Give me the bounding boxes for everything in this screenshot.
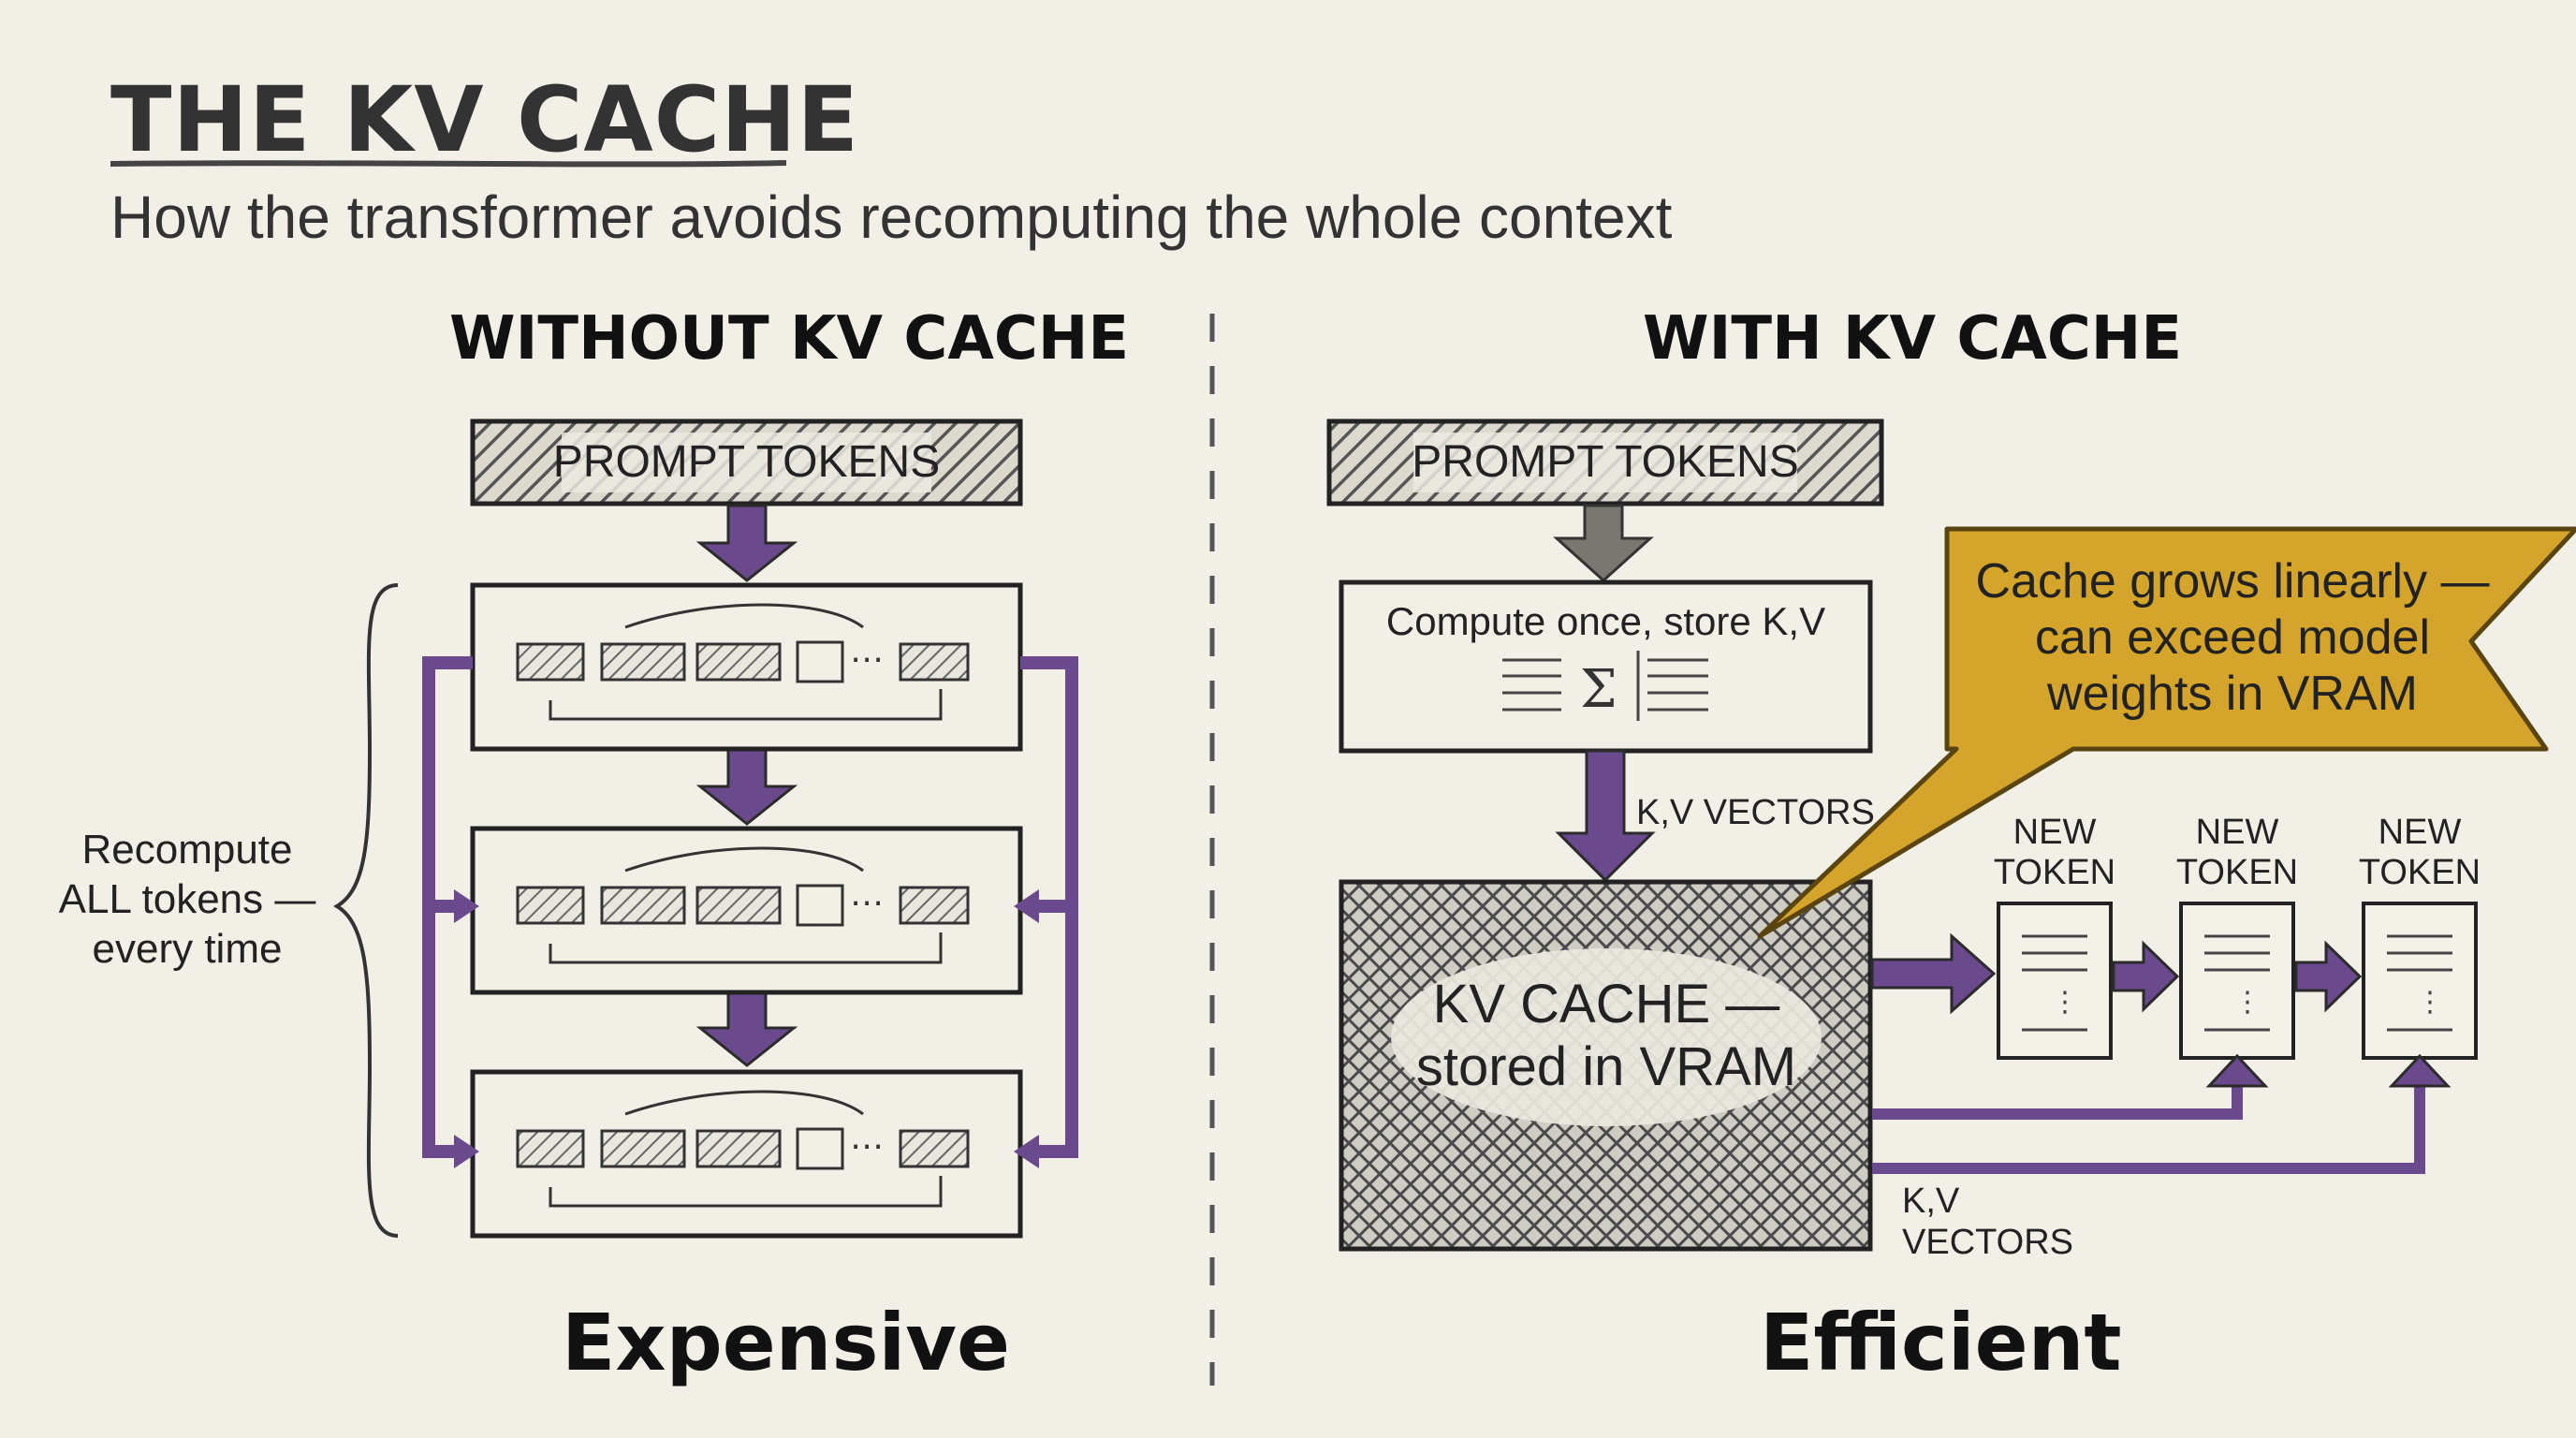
left-loop-arrowheads bbox=[454, 889, 1039, 1168]
new-token-label: NEW TOKEN bbox=[2175, 813, 2299, 892]
ellipsis-icon: ⋯ bbox=[850, 883, 884, 921]
token-chip bbox=[516, 1129, 585, 1168]
attention-arc bbox=[624, 1090, 864, 1116]
kv-vectors-top: K,V VECTORS bbox=[1636, 793, 1875, 832]
token-chip bbox=[695, 1129, 782, 1168]
token-chip bbox=[899, 1129, 970, 1168]
token-chip bbox=[695, 642, 782, 682]
callout-bubble bbox=[1757, 526, 2576, 939]
function-chip bbox=[796, 884, 844, 927]
right-grey-arrow bbox=[1553, 504, 1654, 583]
vertical-ellipsis-icon: ⋮ bbox=[2233, 987, 2261, 1018]
left-prompt-label: PROMPT TOKENS bbox=[552, 437, 941, 487]
token-chip bbox=[600, 886, 686, 925]
cache-to-token-arrow bbox=[1870, 932, 1997, 1015]
token-chip bbox=[899, 642, 970, 682]
attention-arc bbox=[624, 846, 864, 873]
left-verdict: Expensive bbox=[562, 1297, 1010, 1388]
token-card-lines: ⋮ ⋮ ⋮ bbox=[2022, 934, 2452, 1032]
recompute-note: Recompute ALL tokens — every time bbox=[58, 827, 316, 972]
right-verdict: Efficient bbox=[1760, 1297, 2122, 1388]
left-down-arrows bbox=[695, 504, 798, 1067]
cache-feed-arrowheads bbox=[2205, 1053, 2452, 1088]
sigma-scribble bbox=[1502, 651, 1708, 721]
left-purple-loops bbox=[422, 656, 1078, 1158]
ellipsis-icon: ⋯ bbox=[850, 639, 884, 678]
compute-box bbox=[1339, 580, 1873, 754]
left-token-chips: ⋯ ⋯ ⋯ bbox=[516, 603, 970, 1208]
compute-label: Compute once, store K,V bbox=[1385, 599, 1826, 643]
function-chip bbox=[796, 1127, 844, 1170]
vertical-ellipsis-icon: ⋮ bbox=[2051, 987, 2079, 1018]
feedback-line bbox=[549, 1176, 943, 1208]
attention-arc bbox=[624, 603, 864, 629]
kv-cache-label: KV CACHE — stored in VRAM bbox=[1415, 974, 1797, 1097]
function-chip bbox=[796, 640, 844, 683]
token-chip bbox=[695, 886, 782, 925]
title-underline bbox=[110, 160, 787, 168]
kv-vectors-bottom: K,V VECTORS bbox=[1902, 1181, 2074, 1262]
page-subtitle: How the transformer avoids recomputing t… bbox=[110, 183, 1673, 251]
vertical-ellipsis-icon: ⋮ bbox=[2416, 987, 2444, 1018]
new-token-label: NEW TOKEN bbox=[1993, 813, 2116, 892]
token-chip bbox=[600, 1129, 686, 1168]
new-token-label: NEW TOKEN bbox=[2358, 813, 2481, 892]
right-purple-down-arrow bbox=[1555, 749, 1656, 883]
ellipsis-icon: ⋯ bbox=[850, 1126, 884, 1165]
right-prompt-label: PROMPT TOKENS bbox=[1412, 437, 1799, 487]
sigma-icon: Σ bbox=[1580, 659, 1617, 720]
token-chip bbox=[600, 642, 686, 682]
token-chip bbox=[516, 642, 585, 682]
right-heading: WITH KV CACHE bbox=[1643, 304, 2183, 374]
token-chip bbox=[899, 886, 970, 925]
callout-text: Cache grows linearly — can exceed model … bbox=[1975, 554, 2490, 721]
cache-feed-lines bbox=[1872, 1077, 2425, 1174]
token-chip bbox=[516, 886, 585, 925]
new-token-cards bbox=[1997, 902, 2478, 1060]
page-title: THE KV CACHE bbox=[110, 67, 860, 172]
token-chain-arrows bbox=[2112, 940, 2363, 1013]
feedback-line bbox=[549, 689, 943, 721]
left-heading: WITHOUT KV CACHE bbox=[449, 304, 1130, 374]
left-brace bbox=[333, 583, 399, 1238]
feedback-line bbox=[549, 932, 943, 964]
